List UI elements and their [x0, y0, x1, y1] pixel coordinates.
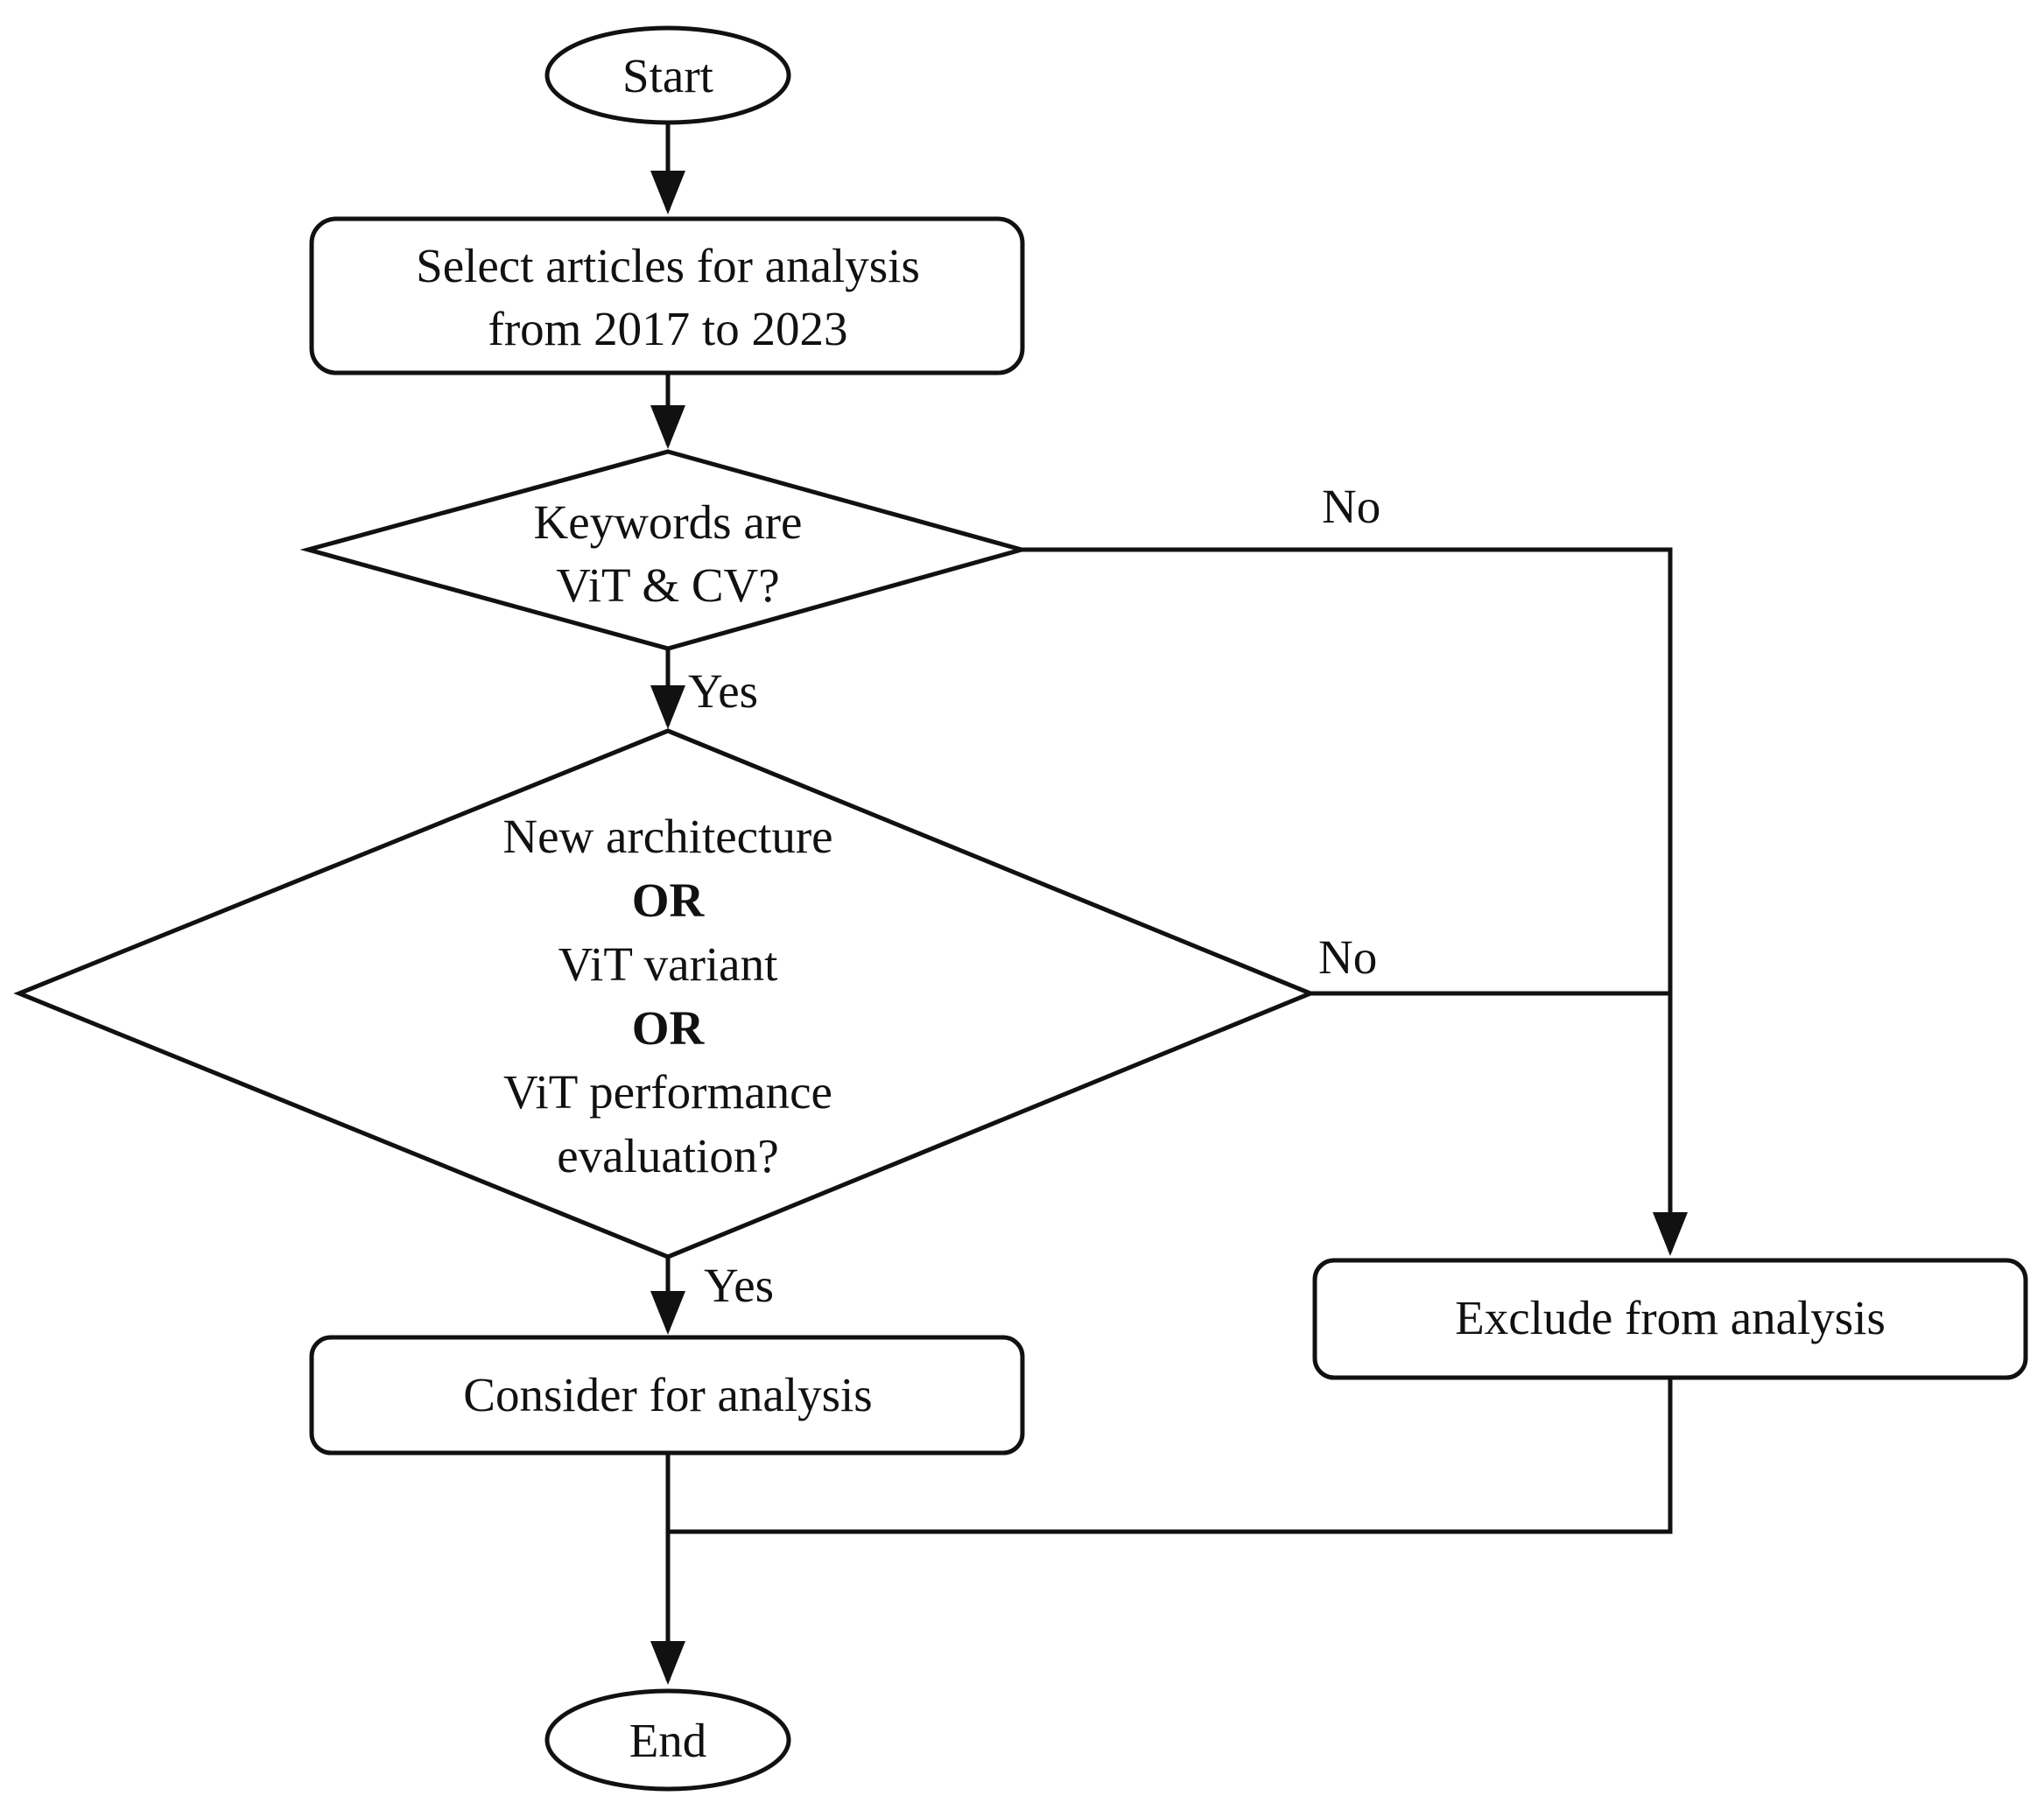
keywords-yes-label: Yes [688, 664, 758, 718]
select-articles-line-2: from 2017 to 2023 [488, 302, 848, 355]
exclude-process: Exclude from analysis [1312, 1258, 2028, 1380]
criteria-line-2: OR [632, 873, 706, 927]
keywords-line-1: Keywords are [534, 495, 803, 549]
end-label: End [629, 1714, 707, 1767]
keywords-line-2: ViT & CV? [556, 558, 779, 612]
criteria-line-1: New architecture [502, 810, 832, 863]
edge-keywords-no [1022, 547, 1688, 1256]
keywords-decision: Keywords are ViT & CV? [299, 449, 1030, 651]
criteria-yes-label: Yes [704, 1259, 774, 1312]
start-terminal: Start [544, 25, 791, 125]
select-articles-process: Select articles for analysis from 2017 t… [309, 216, 1025, 375]
criteria-decision: New architecture OR ViT variant OR ViT p… [13, 728, 1317, 1259]
select-articles-line-1: Select articles for analysis [416, 239, 920, 292]
criteria-line-6: evaluation? [557, 1129, 779, 1182]
consider-label: Consider for analysis [463, 1368, 872, 1421]
criteria-no-label: No [1318, 930, 1377, 984]
edge-exclude-to-merge [668, 1378, 1673, 1534]
keywords-no-label: No [1322, 480, 1380, 533]
criteria-line-5: ViT performance [503, 1065, 832, 1119]
criteria-line-3: ViT variant [558, 937, 778, 991]
end-terminal: End [544, 1688, 791, 1792]
start-label: Start [622, 49, 713, 102]
criteria-line-4: OR [632, 1001, 706, 1055]
consider-process: Consider for analysis [309, 1335, 1025, 1456]
exclude-label: Exclude from analysis [1455, 1291, 1886, 1344]
